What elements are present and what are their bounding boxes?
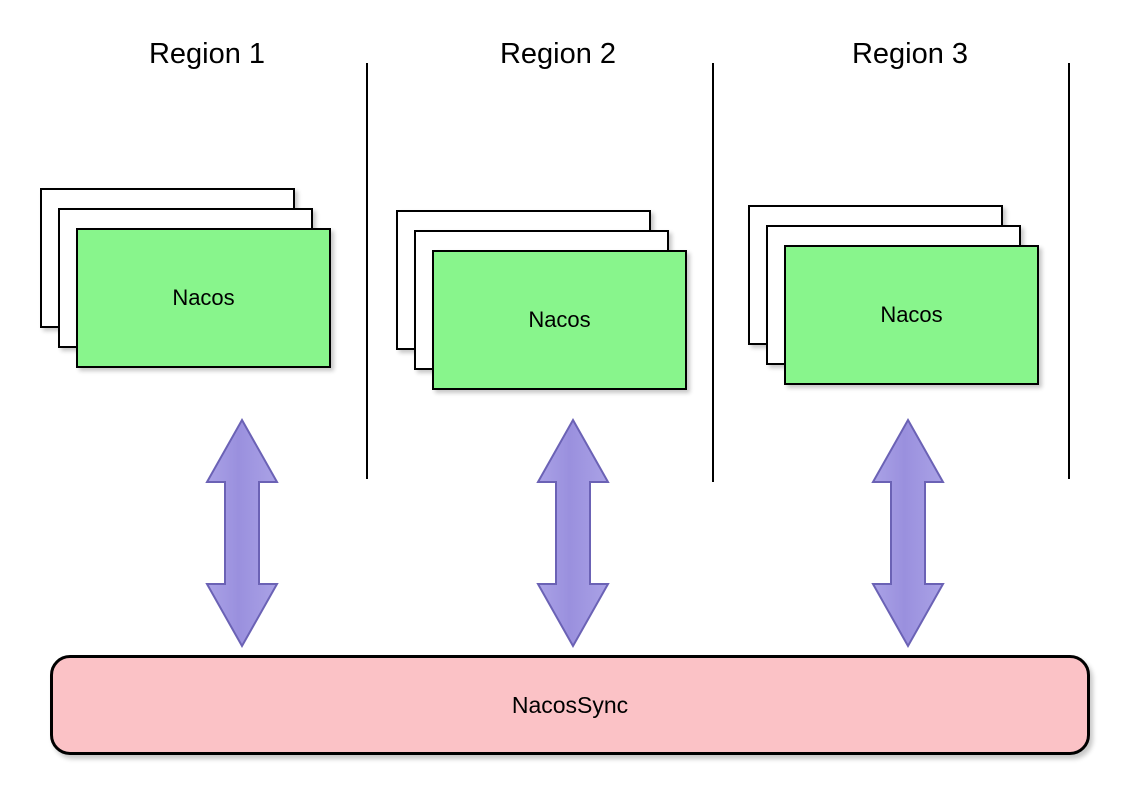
region-1-nacos-stack: Nacos <box>40 188 331 368</box>
sync-arrow-region-3-svg <box>871 417 945 649</box>
sync-arrow-region-2 <box>536 417 610 649</box>
nacos-card-label: Nacos <box>528 307 591 332</box>
nacos-card-label: Nacos <box>880 302 943 327</box>
nacossync-bar[interactable]: NacosSync <box>50 655 1090 755</box>
region-2-title: Region 2 <box>499 38 617 70</box>
nacos-card-front[interactable]: Nacos <box>432 250 687 390</box>
sync-arrow-region-3 <box>871 417 945 649</box>
region-2-nacos-stack: Nacos <box>396 210 687 390</box>
sync-arrow-region-1-svg <box>205 417 279 649</box>
sync-arrow-region-2-svg <box>536 417 610 649</box>
region-3-title: Region 3 <box>851 38 969 70</box>
sync-arrow-region-1 <box>205 417 279 649</box>
region-1-title: Region 1 <box>148 38 266 70</box>
region-divider-line <box>366 63 368 479</box>
nacos-card-label: Nacos <box>172 285 235 310</box>
nacos-card-front[interactable]: Nacos <box>784 245 1039 385</box>
region-3-nacos-stack: Nacos <box>748 205 1039 385</box>
nacossync-label: NacosSync <box>511 691 629 718</box>
region-divider-line <box>1068 63 1070 479</box>
region-divider-line <box>712 63 714 482</box>
nacos-card-front[interactable]: Nacos <box>76 228 331 368</box>
